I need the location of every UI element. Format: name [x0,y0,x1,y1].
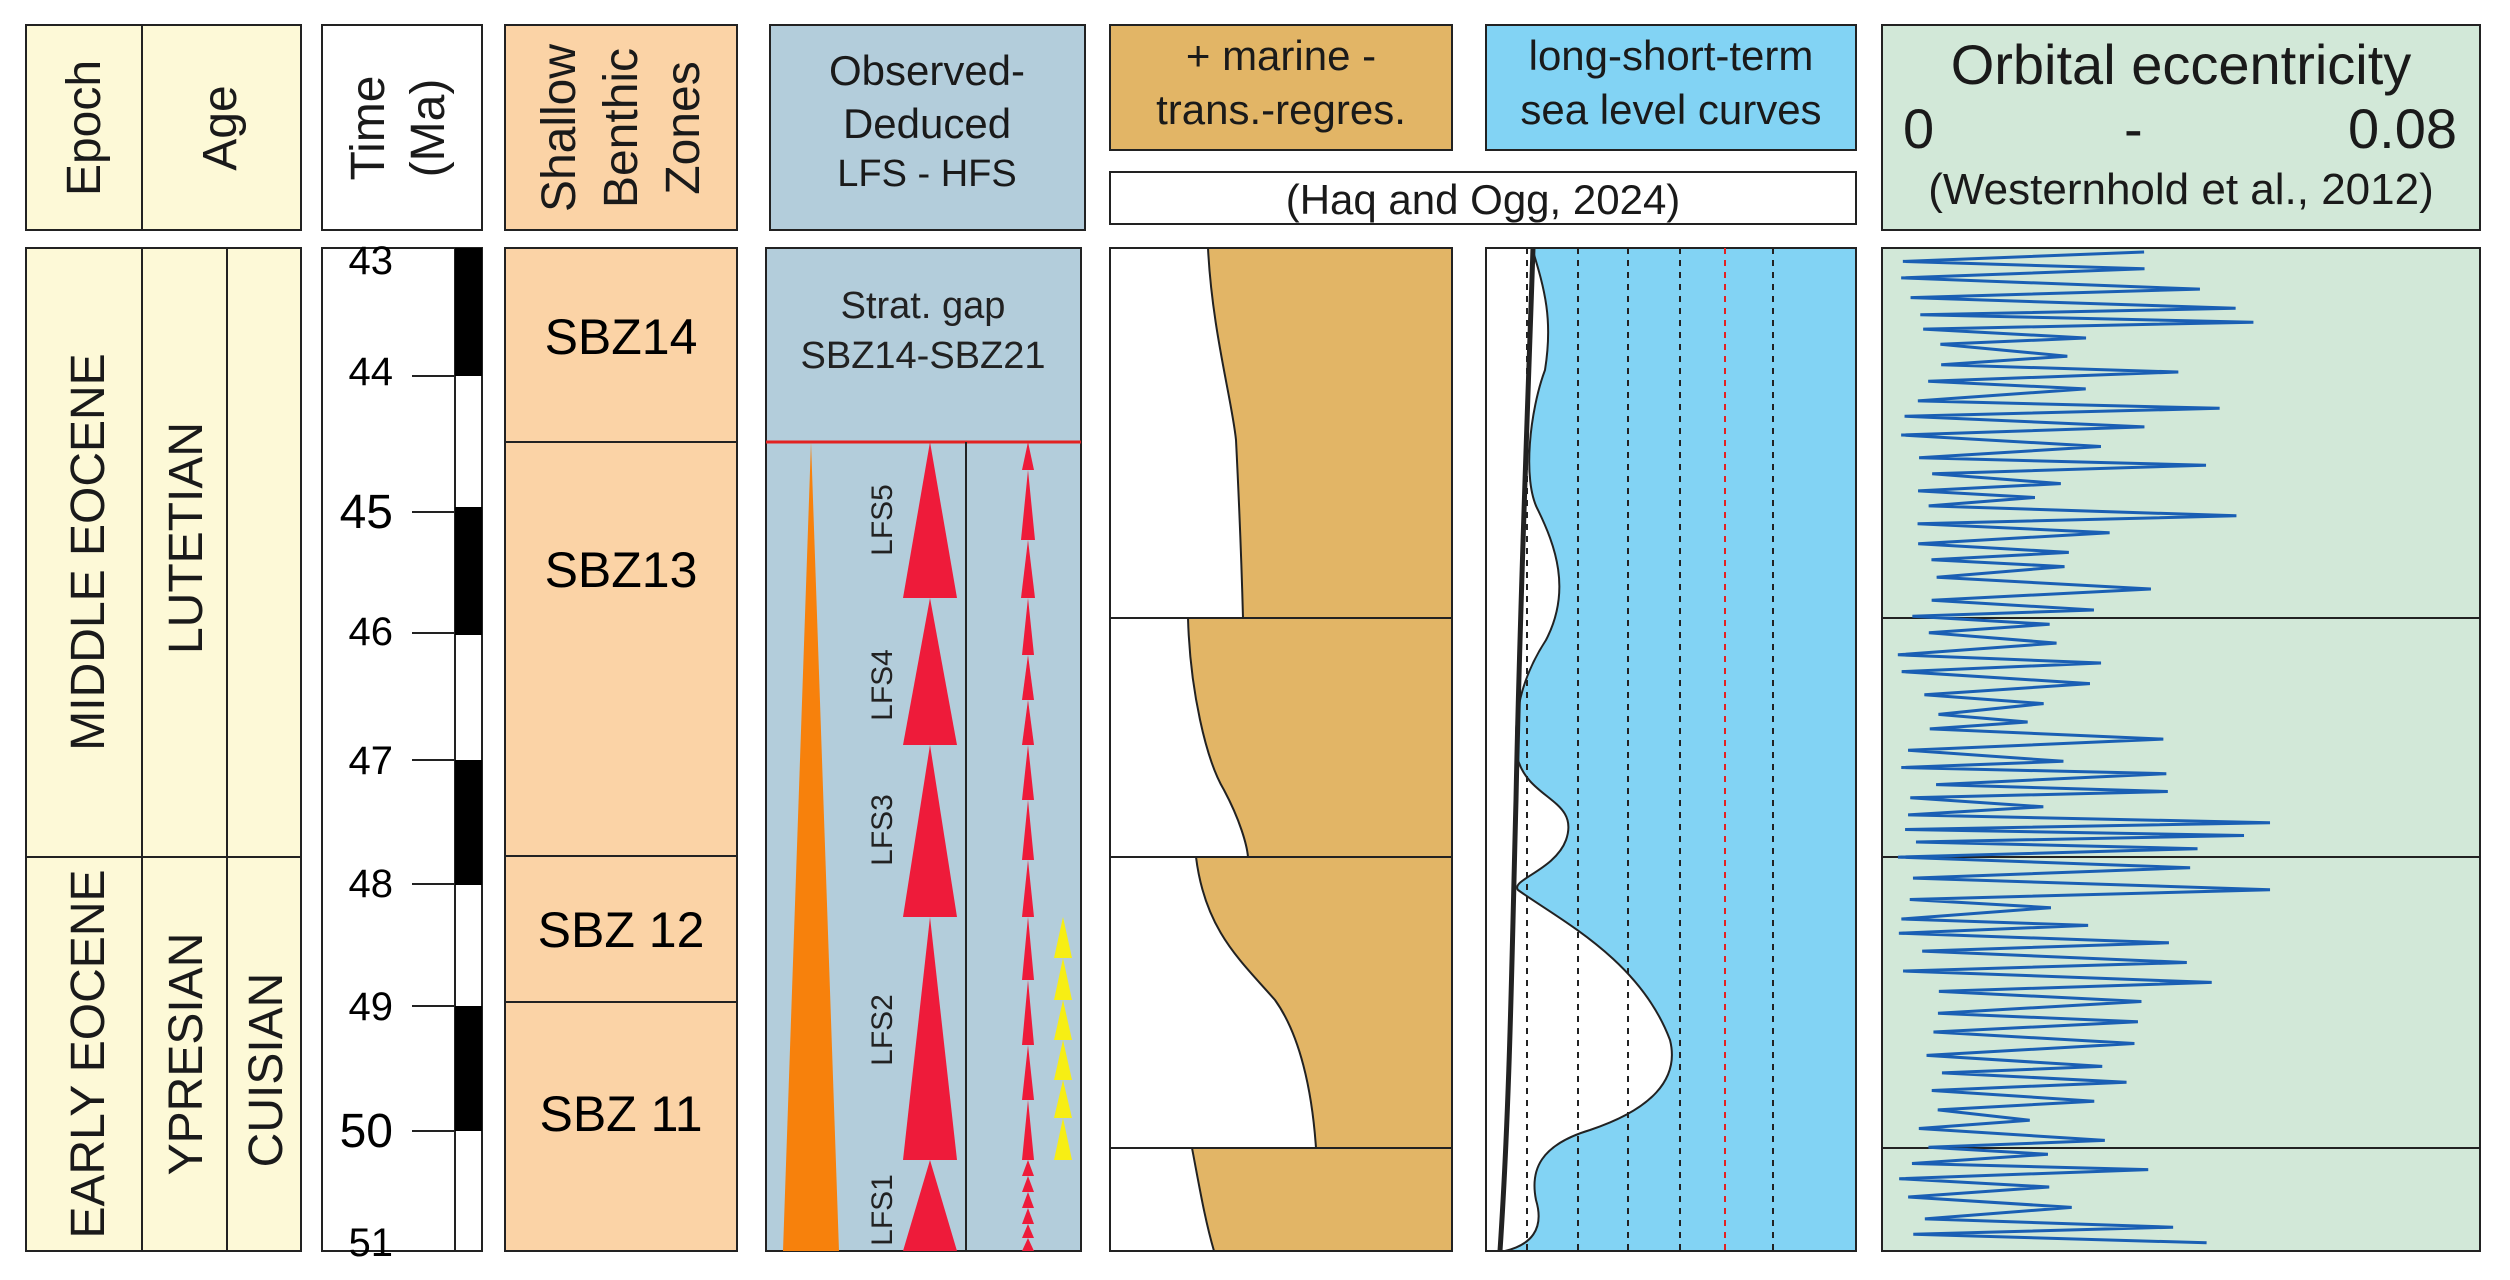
eccentricity-curve [1897,250,2271,1245]
strat-gap-line2: SBZ14-SBZ21 [801,335,1046,377]
sbz-14: SBZ14 [545,309,698,365]
time-tick-43: 43 [349,239,394,283]
orbital-dash: - [2124,97,2143,160]
time-tick-44: 44 [349,350,394,394]
lfs2-label: LFS2 [866,994,899,1066]
citation-text: (Haq and Ogg, 2024) [1286,176,1681,223]
lfs1-triangle [903,1160,957,1251]
marine-header-box [1109,24,1453,151]
hfs-red-triangles [1021,442,1035,1251]
marine-column [1109,247,1453,1252]
time-column: 43 44 45 46 47 48 49 50 51 [321,239,483,1265]
observed-header-line2: Deduced [843,100,1011,147]
age-lutetian: LUTETIAN [160,422,213,654]
short-term-curve [1485,247,1673,1252]
lfs2-triangle [903,917,957,1160]
lfs5-triangle [903,442,957,598]
orbital-min-label: 0 [1903,97,1934,160]
marine-header-line1: + marine - [1186,32,1376,79]
sbz-header-line3: Zones [657,61,710,194]
observed-column: Strat. gap SBZ14-SBZ21 LFS5 LFS4 LFS3 LF… [765,247,1082,1252]
time-header-line1: Time [342,76,395,181]
sealevel-header-line1: long-short-term [1529,32,1814,79]
time-tick-46: 46 [349,610,394,654]
sbz-column: SBZ14 SBZ13 SBZ 12 SBZ 11 [504,247,738,1252]
lfs4-label: LFS4 [866,649,899,721]
orbital-citation: (Westernhold et al., 2012) [1928,165,2433,214]
time-tick-49: 49 [349,985,394,1029]
epoch-early-eocene: EARLY EOCENE [62,869,115,1238]
age-header: Age [194,85,247,170]
lfs5-label: LFS5 [866,484,899,556]
lfs1-label: LFS1 [866,1174,899,1246]
time-header-box [321,24,483,231]
time-tick-50: 50 [340,1105,393,1158]
lfs3-triangle [903,745,957,917]
hfs-yellow-triangles [1054,917,1072,1160]
lfs4-triangle [903,598,957,745]
long-term-curve [1497,247,1536,1252]
observed-header-line1: Observed- [829,47,1025,94]
orbital-column [1881,247,2481,1252]
epoch-age-header-box [25,24,302,231]
age-ypresian: YPRESIAN [160,933,213,1176]
sbz-11: SBZ 11 [539,1086,702,1142]
observed-header-line3: LFS - HFS [837,153,1016,195]
orbital-header-box [1881,24,2481,231]
sbz-header-line2: Benthic [595,48,648,208]
orbital-title: Orbital eccentricity [1951,33,2412,96]
epoch-middle-eocene: MIDDLE EOCENE [62,353,115,750]
observed-header-box [769,24,1086,231]
sbz-13: SBZ13 [545,542,698,598]
sealevel-header-box [1485,24,1857,151]
lfs3-label: LFS3 [866,794,899,866]
sbz-header-line1: Shallow [533,44,586,212]
sbz-header-box [504,24,738,231]
time-tick-47: 47 [349,739,394,783]
long-term-triangle [783,442,839,1251]
sealevel-header-line2: sea level curves [1520,86,1821,133]
sbz-12: SBZ 12 [538,902,705,958]
marine-header-line2: trans.-regres. [1156,86,1406,133]
header-row: Epoch Age Time (Ma) Shallow Benthic Zone… [25,24,2481,231]
epoch-header: Epoch [58,60,111,196]
time-tick-45: 45 [340,486,393,539]
time-tick-48: 48 [349,862,394,906]
strat-gap-line1: Strat. gap [841,285,1006,327]
subage-cuisian: CUISIAN [240,973,293,1168]
time-tick-51: 51 [349,1221,394,1265]
time-header-line2: (Ma) [402,79,455,178]
citation-box [1109,171,1857,225]
orbital-max-label: 0.08 [2348,97,2457,160]
epoch-age-column: MIDDLE EOCENE EARLY EOCENE LUTETIAN YPRE… [25,247,302,1252]
sealevel-column [1485,247,1857,1252]
